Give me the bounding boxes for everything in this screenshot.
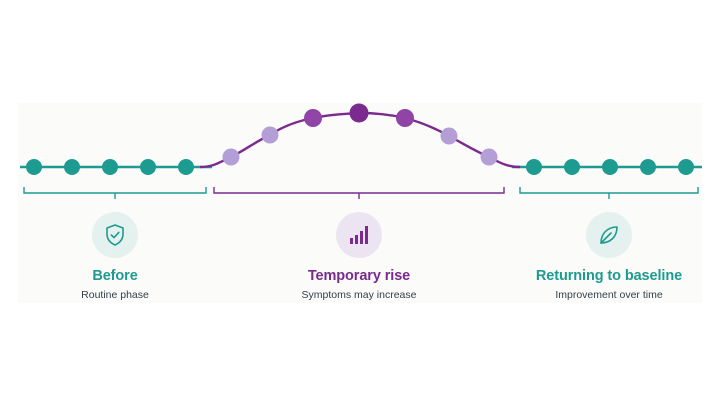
baseline-dot: [26, 159, 42, 175]
rise-dot: [440, 127, 458, 145]
leaf-icon: [586, 212, 632, 258]
shield-check-icon: [92, 212, 138, 258]
phase-returning-to-baseline: Returning to baseline Improvement over t…: [489, 212, 720, 301]
bracket-rise: [213, 187, 505, 199]
baseline-dot: [678, 159, 694, 175]
background-band: [18, 103, 702, 303]
phase-temporary-rise: Temporary rise Symptoms may increase: [239, 212, 479, 301]
bar-chart-icon: [336, 212, 382, 258]
baseline-dot: [526, 159, 542, 175]
phase-subtitle: Symptoms may increase: [301, 289, 417, 301]
baseline-dot: [140, 159, 156, 175]
phase-subtitle: Improvement over time: [555, 289, 663, 301]
phase-before: Before Routine phase: [0, 212, 235, 301]
bracket-return: [519, 187, 699, 199]
baseline-dot: [602, 159, 618, 175]
rise-dot: [304, 109, 322, 127]
phase-title: Returning to baseline: [535, 268, 683, 284]
phase-title: Before: [92, 268, 138, 284]
baseline-dot: [564, 159, 580, 175]
rise-dot: [480, 148, 498, 166]
baseline-dot: [640, 159, 656, 175]
baseline-dot: [64, 159, 80, 175]
bracket-before: [23, 187, 207, 199]
rise-dot: [396, 109, 414, 127]
phase-title: Temporary rise: [307, 268, 411, 284]
phase-subtitle: Routine phase: [81, 289, 149, 301]
rise-dot: [349, 103, 369, 123]
rise-dot: [222, 148, 240, 166]
rise-dot: [261, 126, 279, 144]
baseline-dot: [178, 159, 194, 175]
baseline-dot: [102, 159, 118, 175]
